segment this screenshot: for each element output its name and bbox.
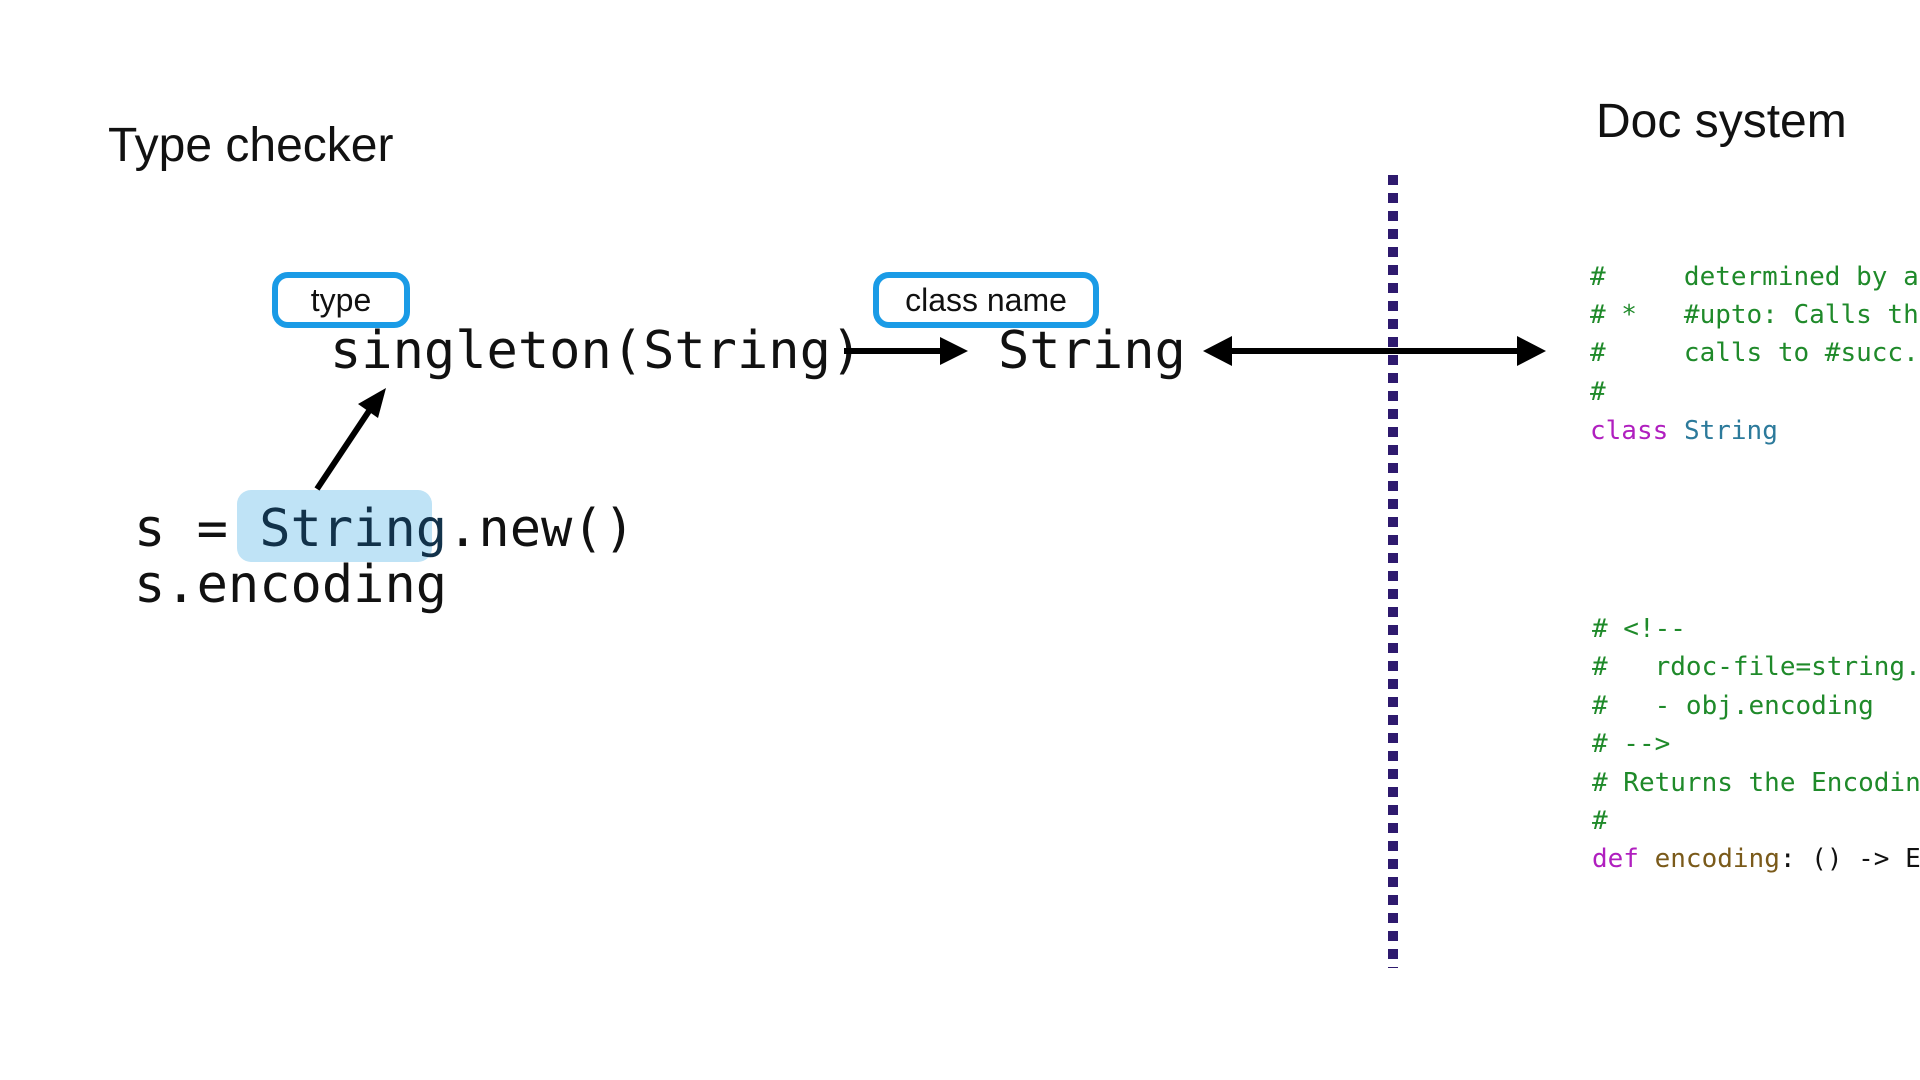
doc-bottom-line-3: # --> [1592,729,1671,759]
type-checker-heading: Type checker [108,119,394,172]
doc-bottom-line-1: # rdoc-file=string.c [1592,652,1920,682]
doc-bottom-line-4: # Returns the Encoding [1592,768,1920,798]
highlight-fill [237,490,432,562]
doc-snippet-class: # determined by a # * #upto: Calls the #… [1590,262,1920,452]
code-line-1-suffix: .new() [447,499,635,559]
doc-def-keyword: def [1592,844,1639,874]
doc-top-line-2: # calls to #succ. [1590,338,1919,368]
class-name-expression: String [998,321,1186,381]
code-line-1-prefix: s = [134,499,260,559]
code-line-1: s = String.new() [134,503,635,555]
doc-top-line-3: # [1590,377,1606,407]
doc-snippet-method: # <!-- # rdoc-file=string.c # - obj.enco… [1592,614,1920,884]
doc-class-keyword: class [1590,416,1669,446]
singleton-expression: singleton(String) [330,321,863,381]
doc-top-line-4: class String [1590,418,1778,444]
doc-class-name: String [1683,416,1778,446]
code-line-2: s.encoding [134,555,448,615]
code-line-1-highlight: String [259,499,448,559]
right-arrow-head [940,337,968,365]
doc-bottom-line-2: # - obj.encoding - [1592,691,1920,721]
doc-method-name: encoding [1654,844,1780,874]
doc-top-line-1: # * #upto: Calls the [1590,300,1920,330]
class-name-tag: class name [873,272,1099,328]
doc-bottom-line-0: # <!-- [1592,614,1686,644]
double-arrow-right-head [1517,336,1546,366]
class-name-tag-label: class name [905,281,1067,318]
up-arrow-head [358,388,386,418]
doc-system-heading: Doc system [1596,95,1847,148]
doc-bottom-line-5: # [1592,806,1608,836]
up-arrow-shaft [314,400,378,491]
double-arrow-left-head [1203,336,1232,366]
doc-method-signature: : () -> Er [1779,844,1920,874]
doc-top-line-0: # determined by a [1590,262,1919,292]
type-tag: type [272,272,410,328]
string-highlight-box [237,490,432,562]
doc-bottom-line-6: def encoding: () -> Er [1592,846,1920,872]
type-tag-label: type [310,281,372,318]
